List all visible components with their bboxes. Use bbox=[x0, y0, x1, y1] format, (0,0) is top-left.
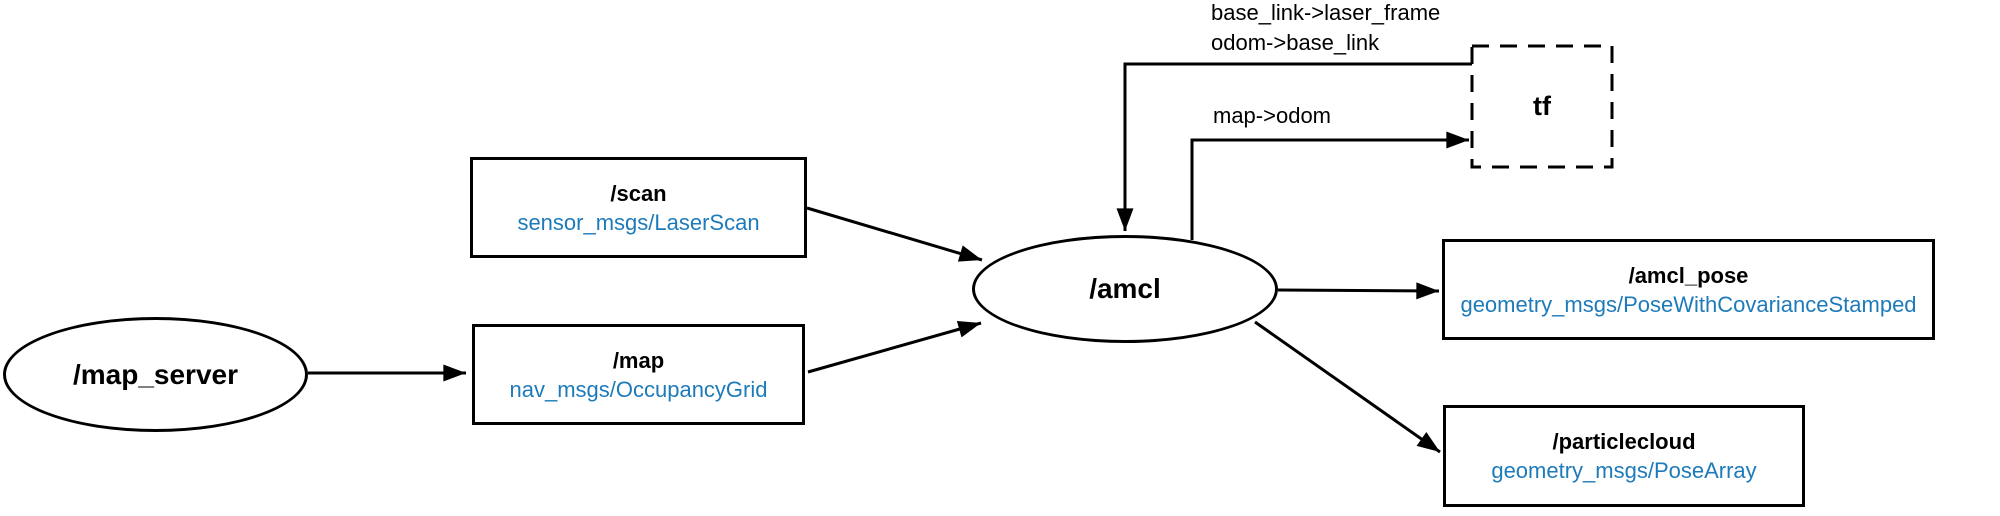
edge-tf-to-amcl bbox=[1116, 62, 1472, 231]
node-map-server: /map_server bbox=[3, 317, 308, 432]
tf-node-box bbox=[1470, 44, 1614, 169]
topic-amcl-pose-msg-type: geometry_msgs/PoseWithCovarianceStamped bbox=[1460, 291, 1917, 317]
edge-label-base-link-laser-frame: base_link->laser_frame bbox=[1211, 0, 1441, 25]
node-amcl-label: /amcl bbox=[1089, 273, 1161, 304]
topic-scan: /scan sensor_msgs/LaserScan bbox=[470, 157, 807, 258]
edge-amcl-to-tf bbox=[1190, 131, 1470, 240]
topic-map-msg-type: nav_msgs/OccupancyGrid bbox=[509, 376, 768, 402]
edge-map-to-amcl bbox=[807, 320, 982, 374]
topic-amcl-pose: /amcl_pose geometry_msgs/PoseWithCovaria… bbox=[1442, 239, 1935, 340]
edge-label-map-odom: map->odom bbox=[1213, 103, 1332, 128]
topic-map: /map nav_msgs/OccupancyGrid bbox=[472, 324, 805, 425]
topic-amcl-pose-name: /amcl_pose bbox=[1628, 262, 1749, 288]
edge-scan-to-amcl bbox=[806, 206, 983, 262]
topic-particlecloud-name: /particlecloud bbox=[1552, 429, 1696, 454]
node-amcl: /amcl bbox=[972, 235, 1278, 343]
edge-label-odom-base-link: odom->base_link bbox=[1211, 30, 1380, 55]
node-tf: tf bbox=[1472, 46, 1612, 167]
topic-particlecloud-msg-type: geometry_msgs/PoseArray bbox=[1491, 458, 1757, 483]
topic-scan-name: /scan bbox=[610, 180, 667, 206]
edge-amcl-to-amcl-pose bbox=[1277, 282, 1440, 300]
node-tf-label: tf bbox=[1533, 91, 1551, 121]
topic-scan-msg-type: sensor_msgs/LaserScan bbox=[517, 209, 760, 235]
edge-amcl-to-particlecloud bbox=[1254, 320, 1441, 454]
node-map-server-label: /map_server bbox=[72, 358, 238, 390]
topic-particlecloud: /particlecloud geometry_msgs/PoseArray bbox=[1443, 405, 1805, 507]
topic-map-name: /map bbox=[612, 347, 665, 373]
